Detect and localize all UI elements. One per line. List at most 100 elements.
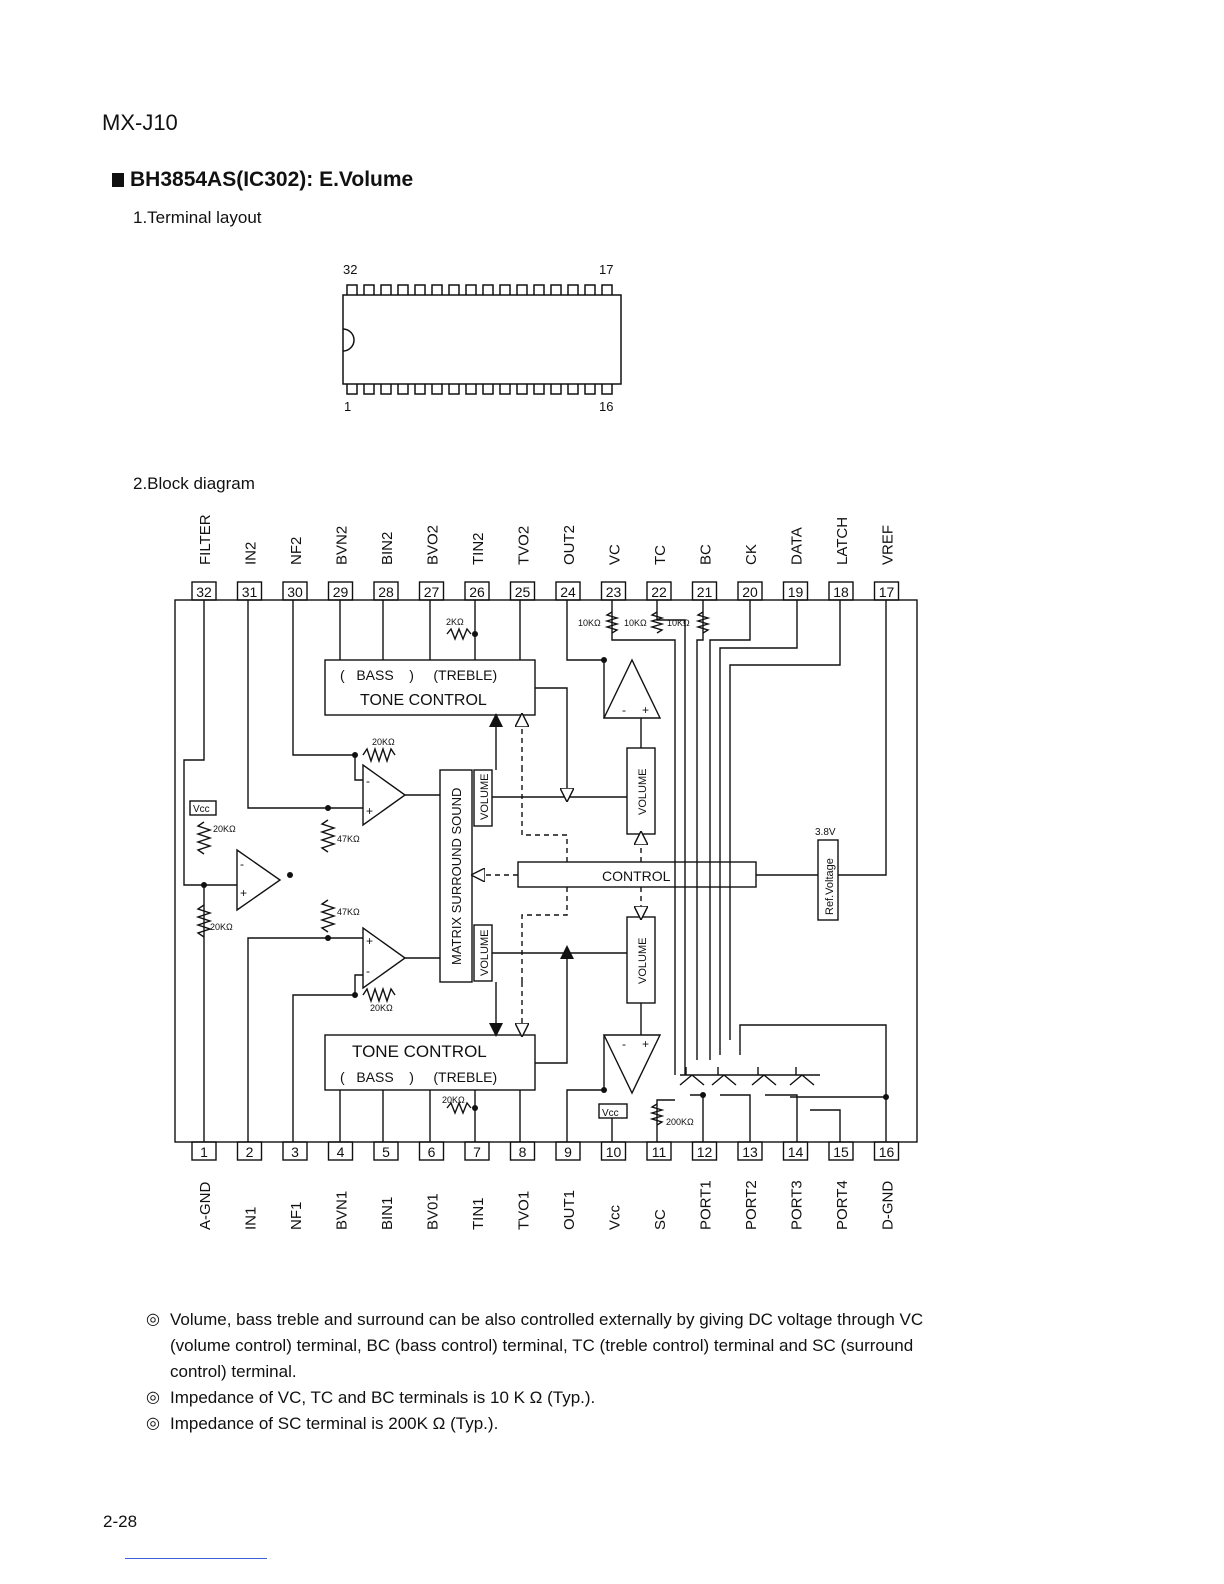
pin-number: 18: [833, 584, 849, 600]
pin-name: SC: [652, 1209, 669, 1230]
top-pin-30: 30 NF2: [282, 537, 308, 601]
volume-large-top: [626, 747, 656, 835]
pin-name: TIN2: [470, 532, 487, 565]
wire-bc: [696, 600, 704, 1060]
pin-number: 14: [788, 1144, 804, 1160]
pin-name: A-GND: [197, 1182, 214, 1231]
transistor-port2: [711, 1067, 737, 1086]
resistor-47k-bottom: [319, 899, 337, 933]
double-circle-icon: ◎: [146, 1311, 160, 1328]
ref-voltage-value: 3.8V: [815, 827, 836, 838]
pin-number: 1: [200, 1144, 208, 1160]
transistor-port3: [751, 1067, 777, 1086]
package-label-1: 1: [344, 399, 351, 414]
resistor-2k-bottom: [446, 1101, 472, 1115]
package-lead-bottom: [584, 384, 596, 395]
tone-bottom-line1: TONE CONTROL: [352, 1042, 487, 1061]
tone-bottom-line2: ( BASS ) (TREBLE): [340, 1069, 497, 1085]
package-lead-bottom: [363, 384, 375, 395]
note-2: ◎Impedance of VC, TC and BC terminals is…: [146, 1385, 926, 1411]
pin-name: BVN1: [334, 1191, 351, 1230]
resistor-2k-top: [446, 627, 472, 641]
package-lead-top: [465, 284, 477, 295]
pin-name: IN1: [243, 1207, 260, 1230]
opamp-buffer: [236, 848, 282, 912]
pin-number: 26: [469, 584, 485, 600]
wire-latch: [729, 600, 841, 1040]
wire-tone-top-out: [535, 687, 568, 760]
pin-name: PORT4: [834, 1180, 851, 1230]
bottom-pin-1: 1A-GND: [191, 1141, 217, 1231]
pin-number: 15: [833, 1144, 849, 1160]
pin-number: 16: [879, 1144, 895, 1160]
ic-diagram: 32 17 1 16 32FILTER31IN230NF229BVN228BIN…: [174, 262, 918, 1231]
section-title-text: BH3854AS(IC302): E.Volume: [130, 168, 414, 191]
tone-top-line2: TONE CONTROL: [360, 692, 487, 709]
wire-port3: [765, 1094, 798, 1142]
volume-small-bottom-label: VOLUME: [479, 930, 491, 976]
pin-name: NF2: [288, 537, 305, 565]
matrix-label: MATRIX SURROUND SOUND: [449, 788, 464, 965]
section-title: BH3854AS(IC302): E.Volume: [112, 168, 413, 192]
pin-number: 24: [560, 584, 576, 600]
wire-data: [719, 600, 798, 1055]
bullet-square-icon: [112, 173, 124, 187]
vcc-box-bottom: [598, 1103, 628, 1119]
wire-out2: [566, 600, 605, 718]
pin-name: PORT1: [698, 1180, 715, 1230]
transistor-port4: [789, 1067, 815, 1086]
top-pin-row: 32FILTER31IN230NF229BVN228BIN227BVO226TI…: [191, 514, 900, 601]
tone-control-bottom: [324, 1034, 536, 1091]
note-3: ◎Impedance of SC terminal is 200K Ω (Typ…: [146, 1411, 926, 1437]
opamp-buffer-minus: -: [240, 857, 244, 871]
package-lead-bottom: [431, 384, 443, 395]
resistor-10k-tc: [649, 611, 665, 634]
package-lead-bottom: [465, 384, 477, 395]
pin-number: 30: [287, 584, 303, 600]
package-body: [342, 294, 622, 385]
pin-number: 2: [246, 1144, 254, 1160]
package-lead-bottom: [499, 384, 511, 395]
opamp-upper-minus: -: [366, 774, 370, 788]
volume-large-bottom-label: VOLUME: [637, 938, 649, 984]
label-10k-tc: 10KΩ: [624, 618, 647, 628]
label-200k-sc: 200KΩ: [666, 1117, 694, 1127]
resistor-10k-vc: [604, 611, 620, 634]
package-lead-top: [516, 284, 528, 295]
pin-number: 9: [564, 1144, 572, 1160]
tone-top-line1: ( BASS ) (TREBLE): [340, 667, 497, 683]
package-lead-top: [448, 284, 460, 295]
pin-number: 4: [337, 1144, 345, 1160]
wire-in1: [247, 937, 363, 1142]
package-label-32: 32: [343, 262, 357, 277]
package-label-17: 17: [599, 262, 613, 277]
volume-large-bottom: [626, 916, 656, 1004]
package-label-16: 16: [599, 399, 613, 414]
ref-voltage-block: [817, 839, 839, 921]
vcc-label-left: Vcc: [193, 804, 210, 815]
package-top-pins: [346, 284, 613, 295]
package-notch: [342, 328, 355, 352]
note-1: ◎ Volume, bass treble and surround can be…: [146, 1307, 926, 1385]
opamp-out2: [602, 658, 662, 719]
note-1-text: Volume, bass treble and surround can be …: [170, 1310, 924, 1381]
label-10k-vc: 10KΩ: [578, 618, 601, 628]
chip-outline: [174, 599, 918, 1143]
label-2k-top: 2KΩ: [446, 617, 464, 627]
opamp-upper: [362, 763, 407, 827]
resistor-20k-fb-bottom: [362, 986, 396, 1004]
package-lead-top: [533, 284, 545, 295]
volume-small-top-label: VOLUME: [479, 774, 491, 820]
